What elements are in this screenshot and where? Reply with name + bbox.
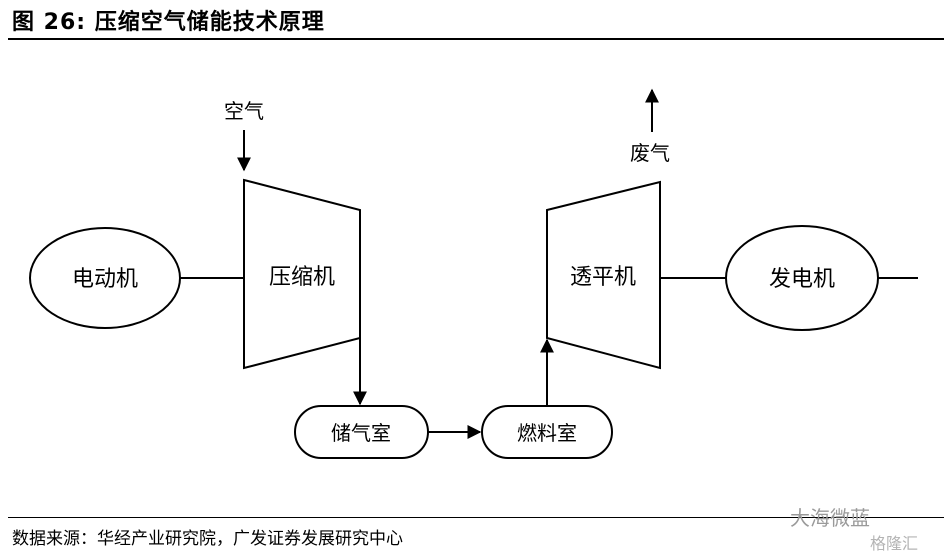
footer-rule [8, 517, 944, 518]
watermark-sub: 格隆汇 [870, 534, 919, 553]
combustor-node [481, 405, 613, 459]
exhaust-label: 废气 [630, 141, 670, 165]
figure-title: 图 26: 压缩空气储能技术原理 [12, 10, 325, 35]
combustor-label: 燃料室 [517, 421, 577, 445]
title-rule [8, 38, 944, 40]
storage-node [294, 405, 429, 459]
compressor-label: 压缩机 [269, 265, 335, 290]
source-note: 数据来源：华经产业研究院，广发证券发展研究中心 [12, 529, 403, 549]
turbine-label: 透平机 [570, 265, 636, 290]
watermark: 大海微蓝 [790, 506, 870, 530]
generator-node [725, 225, 879, 331]
compressor-node [243, 178, 361, 370]
motor-label: 电动机 [72, 267, 138, 292]
generator-label: 发电机 [769, 267, 835, 292]
motor-node [29, 227, 181, 329]
storage-label: 储气室 [331, 421, 391, 445]
air-in-label: 空气 [224, 99, 264, 123]
turbine-node [546, 180, 661, 370]
